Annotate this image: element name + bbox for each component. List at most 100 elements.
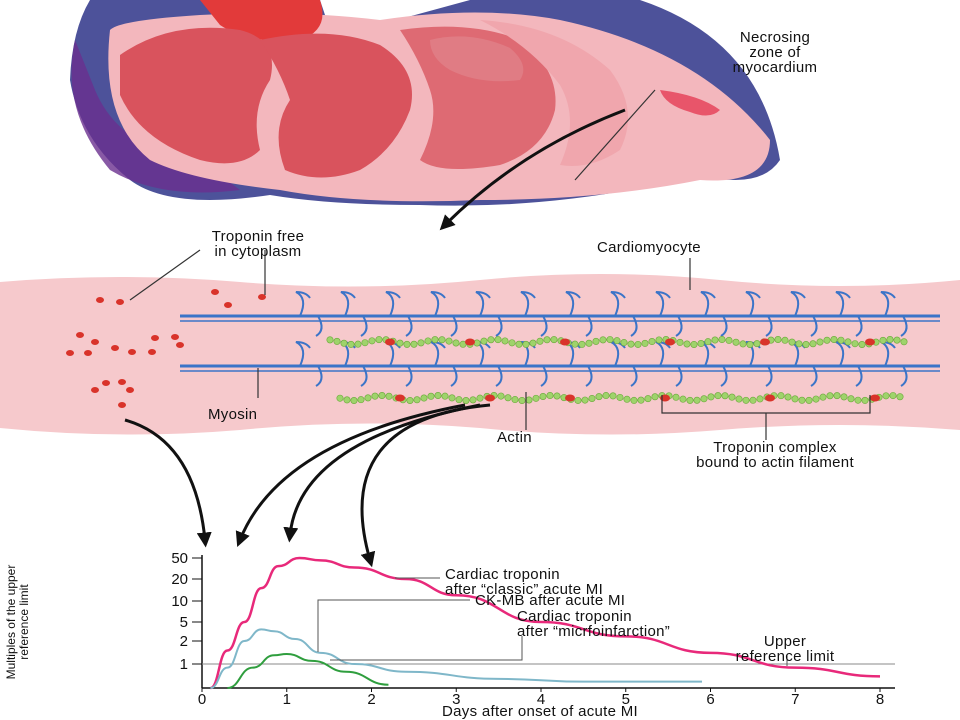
actin-bead (704, 338, 712, 346)
series-leader (317, 599, 470, 652)
actin-bead (511, 396, 519, 404)
actin-bead (683, 340, 691, 348)
myosin-head (565, 291, 581, 317)
troponin-free-dot (76, 332, 84, 338)
actin-bead (452, 339, 460, 347)
actin-bead (795, 340, 803, 348)
actin-bead (735, 395, 743, 403)
actin-bead (648, 338, 656, 346)
myosin-head (610, 291, 626, 317)
actin-bead (417, 339, 425, 347)
actin-bead (396, 339, 404, 347)
actin-bead (375, 336, 383, 344)
troponin-free-dot (148, 349, 156, 355)
myosin-head (655, 291, 671, 317)
troponin-free-dot (118, 379, 126, 385)
troponin-complex-dot (665, 338, 675, 346)
actin-bead (854, 396, 862, 404)
series-line-0 (209, 556, 881, 690)
actin-bead (889, 392, 897, 400)
reference-limit-label: Upper reference limit (735, 633, 835, 665)
actin-bead (427, 392, 435, 400)
troponin-free-dot (116, 299, 124, 305)
actin-bead (851, 340, 859, 348)
actin-bead (886, 336, 894, 344)
myosin-head (495, 365, 503, 387)
troponin-free-dot (91, 387, 99, 393)
y-tick-label: 1 (180, 656, 188, 673)
myosin-head (700, 291, 716, 317)
myosin-head (540, 315, 548, 337)
actin-bead (438, 336, 446, 344)
actin-bead (340, 339, 348, 347)
actin-bead (655, 336, 663, 344)
actin-bead (602, 392, 610, 400)
myosin-head (790, 291, 806, 317)
troponin-free-dot (224, 302, 232, 308)
actin-bead (413, 396, 421, 404)
actin-bead (616, 393, 624, 401)
actin-bead (441, 392, 449, 400)
actin-bead (494, 336, 502, 344)
troponin-free-dot (126, 387, 134, 393)
actin-bead (777, 392, 785, 400)
myosin-head (295, 341, 311, 367)
myosin-head (295, 291, 311, 317)
troponin-free-dot (111, 345, 119, 351)
actin-bead (333, 337, 341, 345)
x-tick-label: 4 (537, 691, 545, 708)
myosin-head (745, 291, 761, 317)
myosin-head (585, 365, 593, 387)
troponin-free-dot (66, 350, 74, 356)
myosin-head (360, 365, 368, 387)
actin-bead (357, 396, 365, 404)
y-tick-label: 50 (171, 550, 188, 567)
actin-bead (518, 396, 526, 404)
actin-bead (742, 396, 750, 404)
actin-bead (550, 336, 558, 344)
actin-bead (707, 393, 715, 401)
actin-bead (623, 395, 631, 403)
actin-bead (606, 336, 614, 344)
myosin-head (450, 365, 458, 387)
actin-bead (539, 393, 547, 401)
actin-bead (879, 336, 887, 344)
actin-bead (368, 337, 376, 345)
actin-bead (711, 336, 719, 344)
actin-bead (812, 395, 820, 403)
series-line-1 (210, 628, 703, 689)
actin-bead (732, 338, 740, 346)
actin-bead (448, 394, 456, 402)
actin-bead (581, 396, 589, 404)
actin-bead (805, 396, 813, 404)
actin-bead (749, 396, 757, 404)
actin-bead (819, 393, 827, 401)
actin-bead (714, 392, 722, 400)
cardiomyocyte-label: Cardiomyocyte (597, 239, 701, 256)
actin-bead (445, 337, 453, 345)
actin-bead (802, 340, 810, 348)
actin-bead (574, 396, 582, 404)
actin-bead (347, 340, 355, 348)
troponin-free-dot (128, 349, 136, 355)
actin-bead (781, 336, 789, 344)
troponin-free-dots (66, 289, 266, 408)
troponin-free-dot (118, 402, 126, 408)
myosin-head (540, 365, 548, 387)
troponin-complex-dot (760, 338, 770, 346)
actin-bead (599, 336, 607, 344)
actin-bead (718, 336, 726, 344)
actin-bead (728, 393, 736, 401)
myosin-head (585, 315, 593, 337)
actin-bead (837, 336, 845, 344)
actin-bead (788, 338, 796, 346)
actin-bead (543, 336, 551, 344)
actin-bead (595, 393, 603, 401)
actin-bead (784, 393, 792, 401)
actin-bead (679, 395, 687, 403)
myosin-head (475, 291, 491, 317)
actin-bead (476, 394, 484, 402)
actin-bead (861, 396, 869, 404)
troponin-free-dot (176, 342, 184, 348)
y-tick-label: 10 (171, 593, 188, 610)
